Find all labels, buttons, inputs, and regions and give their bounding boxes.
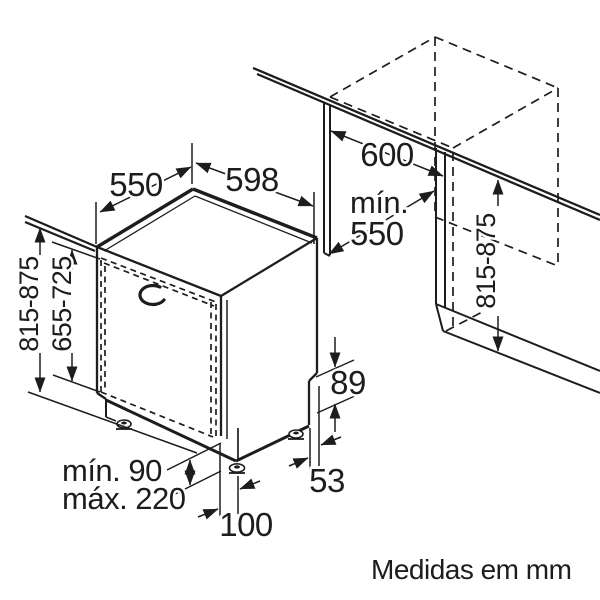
- niche-bottom-edge: [434, 216, 559, 267]
- worktop-edge-line: [256, 72, 600, 222]
- dimension-label-600: 600: [360, 136, 414, 173]
- dimension-label-min: mín.: [350, 185, 408, 220]
- dimension-line: [330, 130, 444, 177]
- dimension-label-89: 89: [330, 364, 366, 401]
- dimension-label-598: 598: [225, 161, 279, 198]
- dimension-niche-width: 600: [330, 130, 444, 177]
- dimension-rear-foot-inset: 53: [288, 386, 348, 502]
- extension-line: [315, 359, 355, 378]
- dimension-height-left: 815-875: [12, 227, 47, 393]
- dimension-rear-base-step: 89: [315, 337, 369, 432]
- top-face-edge: [220, 237, 318, 297]
- top-face-inner-line: [194, 195, 313, 244]
- dimension-label-53: 53: [309, 462, 345, 499]
- worktop-left-edge-line: [24, 214, 98, 249]
- dimension-height-right: 815-875: [469, 179, 504, 352]
- dimension-label-550-niche: 550: [350, 215, 404, 252]
- cabinet-panels: [323, 102, 600, 394]
- dimension-label-max-220: máx. 220: [62, 481, 186, 516]
- niche-top-edge: [329, 36, 436, 98]
- dimension-width-top: 598: [195, 159, 315, 244]
- base-step: [96, 392, 107, 400]
- dimension-line: [195, 162, 314, 207]
- side-step-edge: [308, 372, 318, 382]
- door-top-dashed: [100, 257, 217, 303]
- extension-line: [52, 374, 101, 393]
- dimension-depth-top: 550: [95, 143, 193, 244]
- dimension-label-min-90: mín. 90: [62, 453, 162, 488]
- dimension-line: [239, 478, 261, 490]
- dimension-niche-depth: mín. 550: [328, 183, 435, 255]
- extension-line: [166, 442, 222, 471]
- top-face-inner-line: [103, 195, 196, 252]
- adjustable-foot: [228, 462, 246, 474]
- dimension-line: [288, 457, 309, 469]
- dimension-line: [99, 166, 192, 213]
- base-step: [105, 416, 117, 422]
- dimension-label-815-875-right: 815-875: [471, 213, 501, 309]
- niche-top-edge: [434, 36, 559, 89]
- dimension-label-815-875-left: 815-875: [14, 256, 44, 352]
- door-handle-icon: [138, 283, 166, 307]
- dimension-label-550: 550: [109, 166, 163, 203]
- plinth-top-edge: [435, 303, 600, 372]
- dimension-front-foot-inset: 100: [197, 444, 276, 546]
- dimension-line: [320, 434, 342, 446]
- worktop-left-edge-line: [24, 220, 96, 253]
- top-face-edge: [96, 245, 222, 298]
- dimension-plinth-clearance: mín. 90 máx. 220: [60, 442, 222, 519]
- dimension-line: [328, 190, 435, 255]
- door-top-dashed: [103, 262, 215, 307]
- dishwasher-body: [95, 187, 319, 474]
- dimension-label-100: 100: [219, 506, 273, 543]
- door-bottom-dashed: [100, 391, 214, 438]
- plinth-end-edge: [435, 303, 444, 332]
- base-front-edge: [105, 398, 237, 463]
- niche-bottom-edge: [445, 310, 485, 332]
- niche-top-edge: [452, 87, 559, 149]
- floor-reference-line: [27, 391, 198, 454]
- dimension-label-655-725: 655-725: [47, 256, 77, 352]
- worktop-edge-line: [252, 66, 600, 217]
- dimension-door-height: 655-725: [45, 241, 101, 393]
- plinth-bottom-edge: [442, 330, 600, 394]
- dimension-line: [197, 508, 219, 520]
- adjustable-foot: [288, 429, 304, 440]
- units-caption: Medidas em mm: [371, 554, 571, 585]
- worktop: [24, 66, 600, 253]
- left-panel-bottom: [323, 252, 331, 257]
